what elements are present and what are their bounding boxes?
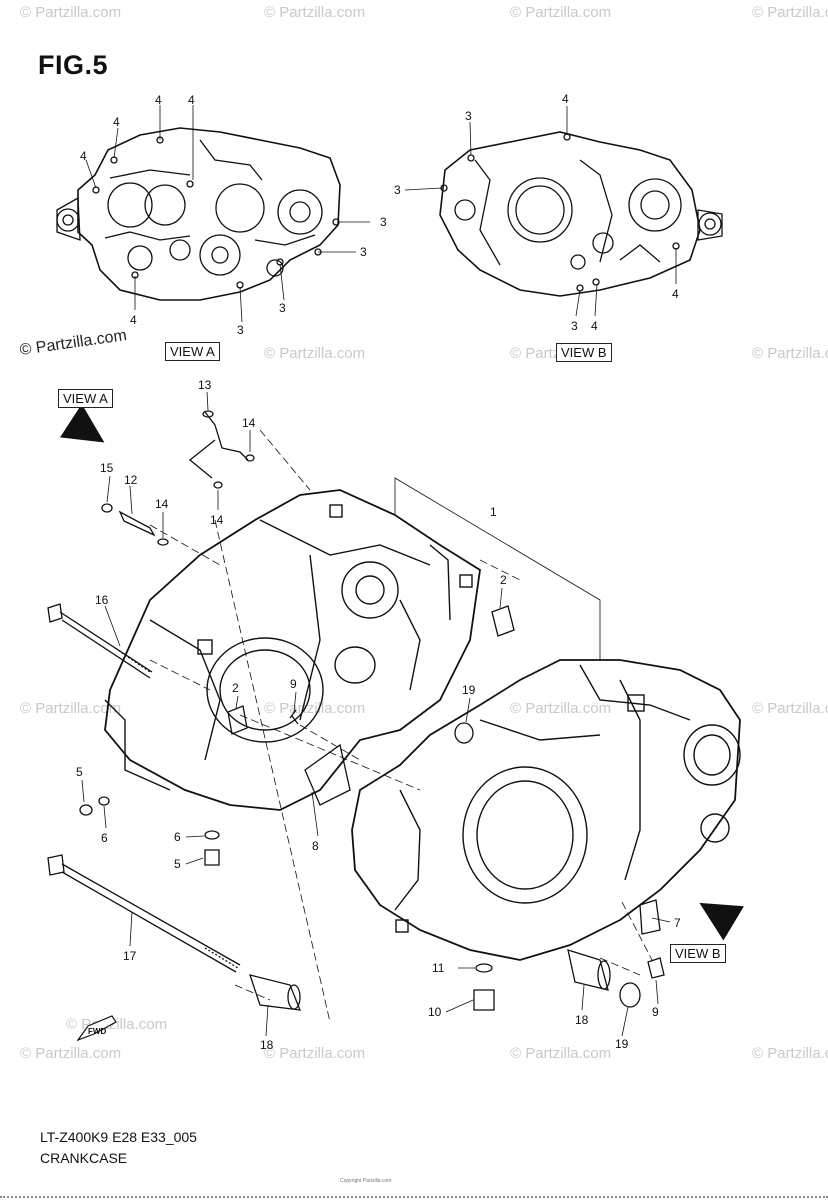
callout-label: 3 <box>279 301 286 315</box>
part-label: 15 <box>100 461 114 475</box>
callout-label: 3 <box>237 323 244 337</box>
part-label: 6 <box>101 831 108 845</box>
watermark: © Partzilla.com <box>20 700 122 717</box>
view-b-label: VIEW B <box>556 343 612 362</box>
view-b-leaders <box>404 106 677 317</box>
watermark: © Partzilla.com <box>264 4 366 21</box>
figure-code: LT-Z400K9 E28 E33_005 <box>40 1129 197 1145</box>
fwd-label: FWD <box>88 1027 106 1036</box>
watermark: © Partzilla.com <box>752 4 828 21</box>
part-label: 17 <box>123 949 137 963</box>
watermark: © Partzilla.com <box>20 4 122 21</box>
part-label: 9 <box>652 1005 659 1019</box>
view-a-outline <box>56 127 341 301</box>
part-label: 5 <box>76 765 83 779</box>
assembly-lines <box>149 429 653 1023</box>
part-label: 14 <box>210 513 224 527</box>
watermark: © Partzilla.com <box>752 700 828 717</box>
part-label: 2 <box>232 681 239 695</box>
part-label: 14 <box>155 497 169 511</box>
view-a-label: VIEW A <box>165 342 220 361</box>
callout-label: 4 <box>188 93 195 107</box>
part-label: 12 <box>124 473 138 487</box>
watermark: © Partzilla.com <box>20 1045 122 1062</box>
watermark: © Partzilla.com <box>510 4 612 21</box>
view-a-callout-labels: 4 4 4 4 4 3 3 3 3 <box>80 93 387 337</box>
part-label: 5 <box>174 857 181 871</box>
watermark: © Partzilla.com <box>752 345 828 362</box>
crankcase-left-half <box>104 489 481 811</box>
figure-title: FIG.5 <box>38 50 109 80</box>
part-label: 2 <box>500 573 507 587</box>
copyright-note: Copyright Partzilla.com <box>340 1178 392 1184</box>
view-a-arrow <box>59 403 105 443</box>
view-b-callout-labels: 4 3 3 4 3 4 <box>394 92 679 333</box>
view-b-outline <box>439 131 723 297</box>
view-a-leaders <box>85 105 370 323</box>
part-label: 13 <box>198 378 212 392</box>
view-b-arrow <box>699 902 745 941</box>
part-label: 8 <box>312 839 319 853</box>
part-label: 18 <box>260 1038 274 1052</box>
callout-label: 3 <box>465 109 472 123</box>
watermark: © Partzilla.com <box>510 1045 612 1062</box>
callout-label: 3 <box>571 319 578 333</box>
callout-label: 4 <box>80 149 87 163</box>
callout-label: 4 <box>113 115 120 129</box>
callout-label: 4 <box>562 92 569 106</box>
callout-label: 3 <box>394 183 401 197</box>
watermark: © Partzilla.com <box>264 700 366 717</box>
part-label: 10 <box>428 1005 442 1019</box>
part-label: 9 <box>290 677 297 691</box>
part-leaders <box>81 391 671 1037</box>
part-1-bracket <box>394 477 601 660</box>
watermark: © Partzilla.com <box>510 700 612 717</box>
parts <box>47 410 665 1011</box>
part-label: 14 <box>242 416 256 430</box>
watermark: © Partzilla.com <box>752 1045 828 1062</box>
part-label: 19 <box>462 683 476 697</box>
part-label: 1 <box>490 505 497 519</box>
watermark: © Partzilla.com <box>264 345 366 362</box>
callout-label: 3 <box>360 245 367 259</box>
part-label: 7 <box>674 916 681 930</box>
crankcase-right-half <box>351 659 741 961</box>
part-label: 6 <box>174 830 181 844</box>
view-a-indicator: VIEW A <box>58 389 113 408</box>
callout-label: 3 <box>380 215 387 229</box>
part-label: 11 <box>432 961 445 975</box>
view-b-indicator: VIEW B <box>670 944 726 963</box>
part-label: 18 <box>575 1013 589 1027</box>
callout-label: 4 <box>130 313 137 327</box>
part-label: 19 <box>615 1037 629 1051</box>
figure-name: CRANKCASE <box>40 1150 128 1166</box>
callout-label: 4 <box>672 287 679 301</box>
watermark: © Partzilla.com <box>264 1045 366 1062</box>
part-label: 16 <box>95 593 109 607</box>
callout-label: 4 <box>155 93 162 107</box>
fwd-arrow: FWD <box>76 1015 117 1042</box>
callout-label: 4 <box>591 319 598 333</box>
bottom-rule <box>0 1196 828 1198</box>
part-number-labels: 13 14 14 15 12 14 16 1 2 2 9 19 5 6 6 5 … <box>76 378 681 1052</box>
